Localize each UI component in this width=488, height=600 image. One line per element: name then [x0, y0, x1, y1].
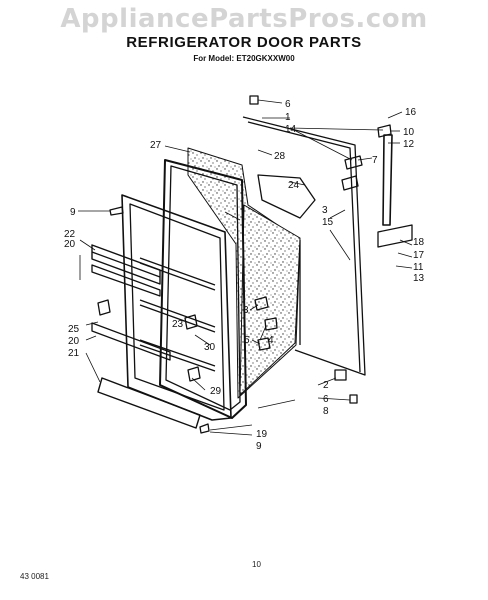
- callout-9b: 9: [256, 441, 262, 452]
- callout-15: 15: [322, 217, 334, 228]
- callout-10: 10: [403, 127, 415, 138]
- hinge-bracket-7: [344, 155, 363, 170]
- screw-6b: [349, 394, 358, 404]
- callout-18: 18: [413, 237, 425, 248]
- callout-3b: 3: [243, 305, 249, 316]
- shelf-bar-21: [97, 377, 201, 429]
- callout-20b: 20: [68, 336, 80, 347]
- watermark: AppliancePartsPros.com: [60, 4, 428, 34]
- callout-20: 20: [64, 239, 76, 250]
- panel-24: [257, 174, 316, 219]
- callout-21: 21: [68, 348, 80, 359]
- callout-27: 27: [150, 140, 162, 151]
- callout-25: 25: [68, 324, 80, 335]
- screw-9b: [199, 423, 210, 434]
- screw-6: [249, 95, 259, 105]
- callout-16: 16: [405, 107, 417, 118]
- foot-2: [334, 369, 347, 381]
- callout-6b: 6: [323, 394, 329, 405]
- callout-30: 30: [204, 342, 216, 353]
- callout-14: 14: [285, 124, 297, 135]
- callout-3: 3: [322, 205, 328, 216]
- callout-1: 1: [285, 112, 291, 123]
- part-5: [257, 337, 271, 351]
- hinge-bracket: [341, 175, 359, 191]
- shelf-bar-20b: [91, 322, 171, 361]
- clip-25: [97, 299, 111, 316]
- callout-12: 12: [403, 139, 415, 150]
- callout-5: 5: [244, 335, 250, 346]
- clip-23: [184, 314, 198, 330]
- stop-10: [377, 124, 392, 138]
- callout-labels: 6 1 14 16 10 12 27 28 7 24 9 3 15 22 20 …: [64, 99, 425, 452]
- doc-code: 43 0081: [20, 572, 49, 581]
- callout-23: 23: [172, 319, 184, 330]
- shelf-bar-20: [91, 264, 161, 297]
- callout-9: 9: [70, 207, 76, 218]
- screw-9: [109, 206, 124, 216]
- callout-2: 2: [323, 380, 329, 391]
- callout-4: 4: [268, 335, 274, 346]
- outer-door-panel: [242, 116, 366, 376]
- callout-19: 19: [256, 429, 268, 440]
- handle-12: [382, 134, 393, 226]
- callout-29: 29: [210, 386, 222, 397]
- callout-22: 22: [64, 229, 76, 240]
- callout-24: 24: [288, 180, 300, 191]
- diagram-title: REFRIGERATOR DOOR PARTS: [126, 34, 362, 51]
- clip-29: [187, 366, 201, 382]
- callout-17: 17: [413, 250, 425, 261]
- page-number: 10: [252, 560, 261, 569]
- model-subtitle: For Model: ET20GKXXW00: [193, 54, 295, 63]
- callout-13: 13: [413, 273, 425, 284]
- callout-6: 6: [285, 99, 291, 110]
- callout-7: 7: [372, 155, 378, 166]
- shelf-bar-22: [91, 244, 161, 285]
- callout-11: 11: [413, 262, 424, 273]
- inner-door-liner: [121, 194, 232, 421]
- bracket-18: [377, 224, 413, 248]
- part-3: [254, 296, 269, 311]
- callout-28: 28: [274, 151, 286, 162]
- callout-8: 8: [323, 406, 329, 417]
